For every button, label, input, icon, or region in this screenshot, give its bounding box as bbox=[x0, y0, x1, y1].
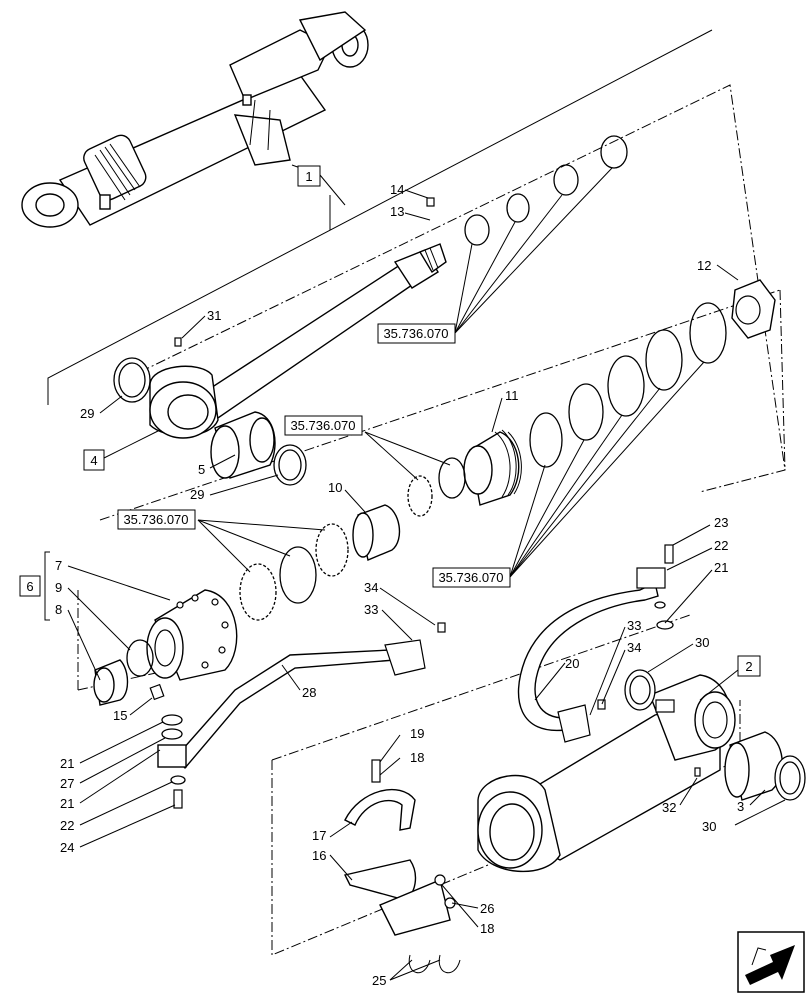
ring-29-top bbox=[113, 357, 151, 403]
clamp-assembly bbox=[343, 759, 461, 973]
boxed-label-1: 1 bbox=[297, 165, 321, 187]
label-19: 19 bbox=[410, 726, 424, 741]
label-29-bottom: 29 bbox=[190, 487, 204, 502]
ref-label-middle-text: 35.736.070 bbox=[290, 418, 355, 433]
label-9: 9 bbox=[55, 580, 62, 595]
seal-rings-piston bbox=[407, 302, 727, 517]
label-12: 12 bbox=[697, 258, 711, 273]
label-box-1-text: 1 bbox=[305, 169, 312, 184]
label-22-left: 22 bbox=[60, 818, 74, 833]
ref-label-left: 35.736.070 bbox=[117, 509, 196, 530]
cylinder-overview bbox=[21, 11, 369, 228]
next-page-arrow-icon[interactable] bbox=[737, 931, 805, 993]
bushing-8 bbox=[93, 659, 129, 706]
pipe-28 bbox=[174, 622, 446, 770]
leader-lines bbox=[44, 164, 786, 981]
seal-rings-head bbox=[239, 523, 349, 621]
label-box-6-text: 6 bbox=[26, 579, 33, 594]
label-30-lower: 30 bbox=[702, 819, 716, 834]
label-18-top: 18 bbox=[410, 750, 424, 765]
ref-label-middle: 35.736.070 bbox=[284, 415, 363, 436]
nut-12 bbox=[731, 279, 776, 339]
part-number-labels: 14 13 12 31 29 11 5 10 29 23 22 21 7 9 8… bbox=[55, 182, 744, 988]
label-20: 20 bbox=[565, 656, 579, 671]
label-14: 14 bbox=[390, 182, 404, 197]
label-34-right: 34 bbox=[627, 640, 641, 655]
label-10: 10 bbox=[328, 480, 342, 495]
label-7: 7 bbox=[55, 558, 62, 573]
boxed-label-4: 4 bbox=[83, 449, 105, 471]
label-5: 5 bbox=[198, 462, 205, 477]
label-23: 23 bbox=[714, 515, 728, 530]
label-29-top: 29 bbox=[80, 406, 94, 421]
label-17: 17 bbox=[312, 828, 326, 843]
label-22-right: 22 bbox=[714, 538, 728, 553]
label-box-4-text: 4 bbox=[90, 453, 97, 468]
cylinder-body-2 bbox=[477, 674, 736, 873]
label-31: 31 bbox=[207, 308, 221, 323]
ref-label-upper: 35.736.070 bbox=[377, 323, 456, 344]
label-21-a: 21 bbox=[60, 756, 74, 771]
label-box-2-text: 2 bbox=[745, 659, 752, 674]
boxed-label-6: 6 bbox=[19, 575, 41, 597]
label-28: 28 bbox=[302, 685, 316, 700]
label-24: 24 bbox=[60, 840, 74, 855]
piston-rod bbox=[149, 197, 447, 439]
label-32: 32 bbox=[662, 800, 676, 815]
ref-label-upper-text: 35.736.070 bbox=[383, 326, 448, 341]
ring-9 bbox=[126, 639, 154, 677]
label-30-upper: 30 bbox=[695, 635, 709, 650]
label-34-left: 34 bbox=[364, 580, 378, 595]
label-21-b: 21 bbox=[60, 796, 74, 811]
label-8: 8 bbox=[55, 602, 62, 617]
label-3: 3 bbox=[737, 799, 744, 814]
piston-11 bbox=[463, 429, 522, 506]
bushing-5 bbox=[210, 411, 276, 479]
spacer-10 bbox=[352, 504, 401, 561]
label-21-right: 21 bbox=[714, 560, 728, 575]
block-fitting-left bbox=[157, 714, 187, 809]
bushing-3 bbox=[724, 731, 783, 801]
seal-rings-upper bbox=[464, 135, 628, 246]
label-33-left: 33 bbox=[364, 602, 378, 617]
bolt-15 bbox=[149, 683, 165, 701]
label-18-bottom: 18 bbox=[480, 921, 494, 936]
ref-label-left-text: 35.736.070 bbox=[123, 512, 188, 527]
cylinder-head-7 bbox=[146, 589, 238, 681]
label-15: 15 bbox=[113, 708, 127, 723]
pipe-20 bbox=[517, 544, 674, 743]
label-27: 27 bbox=[60, 776, 74, 791]
label-25: 25 bbox=[372, 973, 386, 988]
label-33-right: 33 bbox=[627, 618, 641, 633]
ref-label-right-text: 35.736.070 bbox=[438, 570, 503, 585]
label-13: 13 bbox=[390, 204, 404, 219]
label-16: 16 bbox=[312, 848, 326, 863]
label-11: 11 bbox=[505, 388, 519, 403]
label-26: 26 bbox=[480, 901, 494, 916]
ref-label-right: 35.736.070 bbox=[432, 567, 511, 588]
boxed-label-2: 2 bbox=[737, 655, 761, 677]
